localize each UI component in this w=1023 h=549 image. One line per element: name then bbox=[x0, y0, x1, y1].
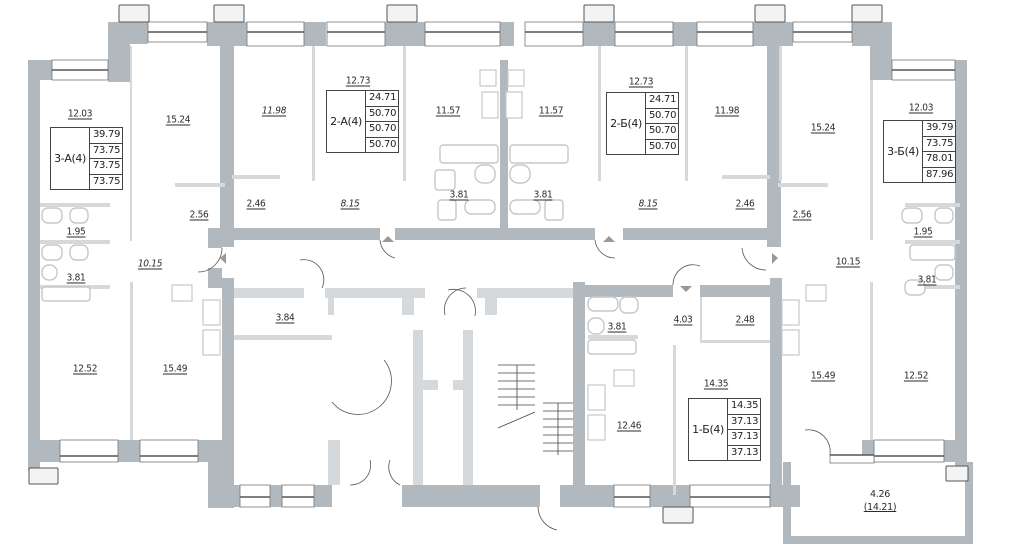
apartment-code: 2-А(4) bbox=[327, 91, 366, 152]
apartment-card-1b[interactable]: 1-Б(4) 14.35 37.13 37.13 37.13 bbox=[688, 398, 761, 461]
room-area-label: 15.49 bbox=[162, 363, 188, 375]
total-area-full: 87.96 bbox=[926, 168, 954, 180]
room-area-label: 12.52 bbox=[903, 370, 929, 382]
apartment-card-2a[interactable]: 2-А(4) 24.71 50.70 50.70 50.70 bbox=[326, 90, 399, 153]
room-area-label: 3.84 bbox=[275, 312, 295, 324]
apartment-code: 2-Б(4) bbox=[607, 93, 646, 154]
total-area: 50.70 bbox=[646, 109, 678, 124]
room-area-label: 12.46 bbox=[616, 420, 642, 432]
total-area: 37.13 bbox=[728, 415, 760, 430]
room-area-label: 10.15 bbox=[835, 256, 861, 268]
room-area-label: 12.03 bbox=[67, 108, 93, 120]
room-area-label: 14.35 bbox=[703, 378, 729, 390]
room-area-label: 8.15 bbox=[340, 198, 360, 210]
total-area-with-balcony: 50.70 bbox=[366, 122, 398, 138]
room-area-label: 2.56 bbox=[189, 209, 209, 221]
apartment-card-3a[interactable]: 3-А(4) 39.79 73.75 73.75 73.75 bbox=[50, 127, 123, 190]
total-area: 73.75 bbox=[923, 137, 955, 152]
living-area: 14.35 bbox=[728, 399, 760, 415]
room-area-label: 1.95 bbox=[66, 226, 86, 238]
room-area-label: 12.52 bbox=[72, 363, 98, 375]
terrace-area-label: 4.26 (14.21) bbox=[864, 488, 897, 514]
total-area: 73.75 bbox=[90, 144, 122, 159]
total-area-with-balcony: 37.13 bbox=[728, 430, 760, 446]
room-area-label: 12.73 bbox=[345, 75, 371, 87]
room-area-label: 2.46 bbox=[246, 198, 266, 210]
room-area-label: 11.98 bbox=[714, 105, 740, 117]
window-sashes bbox=[52, 31, 955, 498]
total-area-full: 50.70 bbox=[369, 138, 397, 150]
apartment-code: 1-Б(4) bbox=[689, 399, 728, 460]
room-area-label: 2.48 bbox=[735, 314, 755, 326]
room-area-label: 12.03 bbox=[908, 102, 934, 114]
living-area: 39.79 bbox=[90, 128, 122, 144]
room-area-label: 10.15 bbox=[137, 258, 163, 270]
living-area: 39.79 bbox=[923, 121, 955, 137]
entrance-markers bbox=[220, 236, 778, 292]
exterior-walls bbox=[28, 22, 973, 544]
room-area-label: 11.57 bbox=[435, 105, 461, 117]
room-area-label: 15.24 bbox=[810, 122, 836, 134]
total-area-full: 50.70 bbox=[649, 140, 677, 152]
room-area-label: 3.81 bbox=[607, 321, 627, 333]
total-area-full: 37.13 bbox=[731, 446, 759, 458]
room-area-label: 11.57 bbox=[538, 105, 564, 117]
room-area-label: 3.81 bbox=[917, 274, 937, 286]
room-area-label: 15.24 bbox=[165, 114, 191, 126]
terrace-area: 4.26 bbox=[870, 489, 890, 500]
door-swings bbox=[197, 239, 831, 531]
total-area-with-balcony: 78.01 bbox=[923, 152, 955, 168]
room-area-label: 3.81 bbox=[449, 189, 469, 201]
partitions bbox=[40, 46, 960, 495]
living-area: 24.71 bbox=[646, 93, 678, 109]
room-area-label: 3.81 bbox=[533, 189, 553, 201]
kitchen-fixtures bbox=[171, 69, 827, 441]
room-area-label: 4.03 bbox=[673, 314, 693, 326]
living-area: 24.71 bbox=[366, 91, 398, 107]
room-area-label: 3.81 bbox=[66, 272, 86, 284]
total-area-with-balcony: 73.75 bbox=[90, 159, 122, 175]
room-area-label: 15.49 bbox=[810, 370, 836, 382]
room-area-label: 2.46 bbox=[735, 198, 755, 210]
room-area-label: 8.15 bbox=[638, 198, 658, 210]
total-area-full: 73.75 bbox=[93, 175, 121, 187]
room-area-label: 1.95 bbox=[913, 226, 933, 238]
apartment-card-2b[interactable]: 2-Б(4) 24.71 50.70 50.70 50.70 bbox=[606, 92, 679, 155]
balcony-rails bbox=[28, 4, 969, 524]
total-area: 50.70 bbox=[366, 107, 398, 122]
room-area-label: 2.56 bbox=[792, 209, 812, 221]
room-area-label: 12.73 bbox=[628, 76, 654, 88]
room-area-label: 11.98 bbox=[261, 105, 287, 117]
apartment-code: 3-А(4) bbox=[51, 128, 90, 189]
terrace-area-full: (14.21) bbox=[863, 502, 897, 513]
apartment-code: 3-Б(4) bbox=[884, 121, 923, 182]
staircase bbox=[497, 364, 573, 455]
total-area-with-balcony: 50.70 bbox=[646, 124, 678, 140]
apartment-card-3b[interactable]: 3-Б(4) 39.79 73.75 78.01 87.96 bbox=[883, 120, 956, 183]
bathroom-fixtures bbox=[41, 144, 956, 355]
